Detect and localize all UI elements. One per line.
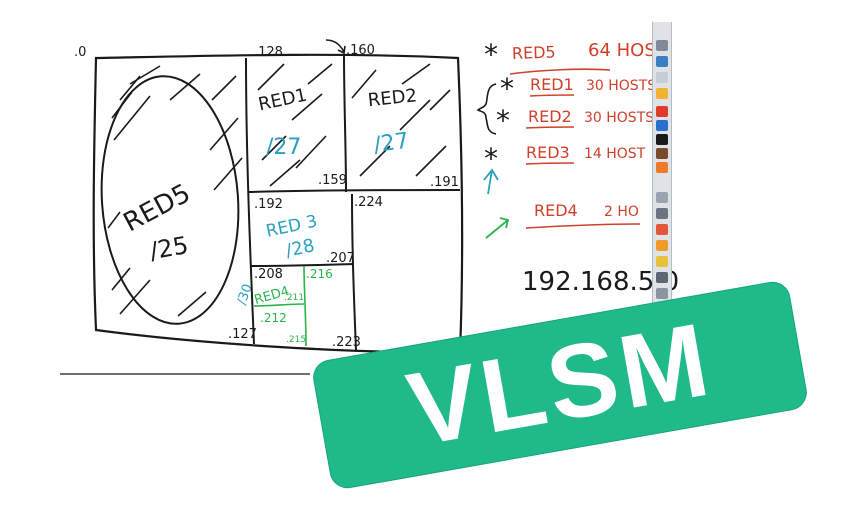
red1-prefix: /27 — [266, 135, 301, 160]
label-160: .160 — [346, 43, 375, 58]
label-224: .224 — [354, 195, 383, 210]
tool-image-icon[interactable] — [656, 56, 668, 67]
label-start: .0 — [74, 45, 86, 60]
tool-fill-icon[interactable] — [656, 240, 668, 251]
color-blue-icon[interactable] — [656, 120, 668, 131]
label-191: .191 — [430, 175, 459, 190]
tool-line-icon[interactable] — [656, 208, 668, 219]
req-name-1: RED5 — [512, 42, 556, 63]
tool-clear-icon[interactable] — [656, 288, 668, 299]
red4-prefix-side: /30 — [235, 282, 256, 307]
label-215: .215 — [286, 335, 306, 345]
tool-cursor-icon[interactable] — [656, 40, 668, 51]
divider-horizontal-208 — [249, 263, 355, 267]
req-hosts-5: 2 HO — [604, 204, 639, 220]
req-marker-2: * — [500, 72, 514, 105]
tool-arrow-icon[interactable] — [656, 192, 668, 203]
red2-prefix: /27 — [372, 128, 411, 158]
tool-highlight-icon[interactable] — [656, 88, 668, 99]
red3-prefix: /28 — [284, 235, 317, 262]
req-name-5: RED4 — [534, 201, 578, 220]
label-208: .208 — [254, 267, 283, 282]
label-211: .211 — [284, 293, 304, 303]
red1-name: RED1 — [256, 85, 308, 116]
req-hosts-4: 14 HOST — [584, 146, 646, 162]
red5-ellipse — [100, 75, 240, 325]
req-name-3: RED2 — [528, 107, 572, 126]
label-216: .216 — [306, 267, 333, 281]
red4-block — [253, 265, 307, 347]
color-red-icon[interactable] — [656, 106, 668, 117]
tool-undo-icon[interactable] — [656, 272, 668, 283]
red1-red2-hatching — [257, 63, 451, 187]
tool-pen-icon[interactable] — [656, 72, 668, 83]
req-hosts-1: 64 HOS — [588, 40, 656, 61]
color-black-icon[interactable] — [656, 134, 668, 145]
req-hosts-3: 30 HOSTS — [584, 110, 654, 126]
label-212: .212 — [260, 311, 287, 325]
arrow-green — [485, 217, 510, 239]
color-orange-icon[interactable] — [656, 162, 668, 173]
req-marker-3: * — [496, 104, 510, 137]
label-207: .207 — [326, 251, 355, 266]
label-128: .128 — [254, 45, 283, 60]
red5-name: RED5 — [119, 178, 196, 238]
requirements-list: * RED5 64 HOS * RED1 30 HOSTS * RED2 30 … — [484, 38, 656, 220]
divider-vertical-224 — [351, 193, 357, 351]
color-brown-icon[interactable] — [656, 148, 668, 159]
divider-horizontal-192 — [247, 189, 461, 193]
req-name-4: RED3 — [526, 143, 570, 162]
tool-shape-icon[interactable] — [656, 256, 668, 267]
drawing-toolbar — [652, 22, 672, 308]
divider-vertical-160 — [343, 55, 347, 193]
tool-eraser-icon[interactable] — [656, 224, 668, 235]
red5-prefix: /25 — [148, 231, 191, 265]
arrow-160 — [325, 39, 345, 53]
arrow-blue — [483, 168, 499, 195]
req-marker-1: * — [484, 38, 498, 71]
red2-name: RED2 — [367, 85, 418, 111]
red5-hatching — [107, 65, 243, 317]
label-223: .223 — [332, 335, 361, 350]
req-hosts-2: 30 HOSTS — [586, 78, 656, 94]
label-159: .159 — [318, 173, 347, 188]
req-name-2: RED1 — [530, 75, 574, 94]
label-127: .127 — [228, 327, 257, 342]
req-marker-4: * — [484, 142, 498, 175]
divider-vertical-128 — [245, 57, 255, 345]
brace — [476, 83, 497, 135]
label-192: .192 — [254, 197, 283, 212]
